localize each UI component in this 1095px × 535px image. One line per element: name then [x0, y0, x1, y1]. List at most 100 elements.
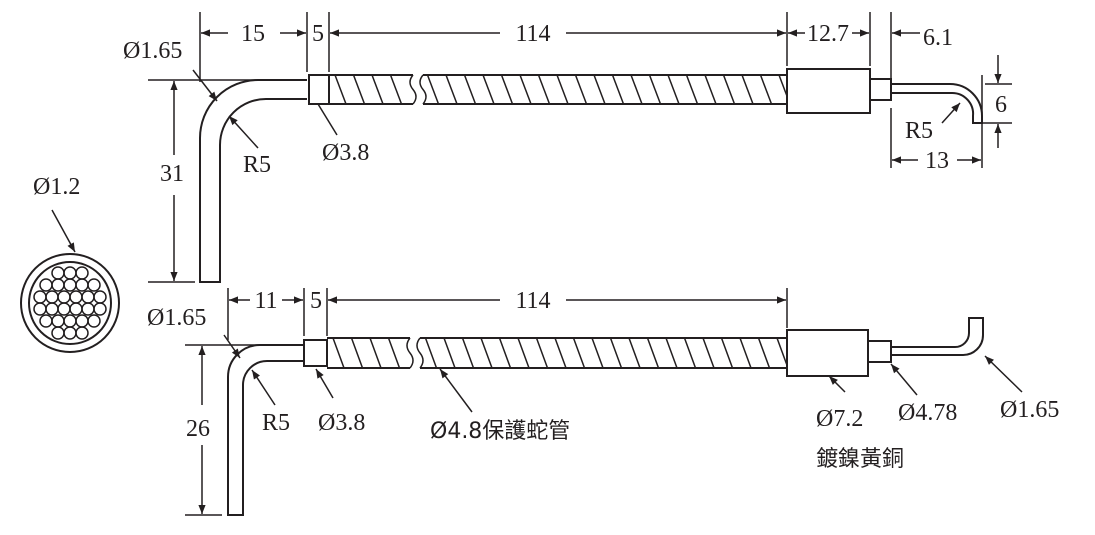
break-line [409, 74, 417, 105]
dim-label: 6 [995, 92, 1007, 118]
hatch-line [389, 74, 403, 105]
bundle-outer [20, 253, 120, 353]
hatch-line [574, 74, 588, 105]
hatch-line [535, 337, 549, 369]
strand [93, 302, 107, 316]
hatch-line [722, 74, 736, 105]
strand [69, 302, 83, 316]
hatch-line [591, 337, 604, 369]
hatch-line [702, 337, 715, 369]
sleeve [303, 339, 328, 367]
hose-label: Ø4.8保護蛇管 [430, 419, 570, 444]
strand [51, 326, 65, 340]
nut [867, 340, 892, 363]
nut-diameter-label: Ø4.78 [898, 400, 957, 426]
strand [63, 278, 77, 292]
ferrule-material-label: 鍍鎳黃銅 [816, 447, 904, 472]
nut [869, 78, 892, 101]
dim-label: 5 [312, 21, 324, 47]
hatch-line [630, 74, 643, 105]
hatch-line [369, 337, 382, 369]
hatch-line [426, 74, 440, 105]
sleeve-diameter-label: Ø3.8 [322, 140, 369, 166]
dim-label: 13 [925, 148, 949, 174]
hatch-line [556, 74, 569, 105]
strand [75, 278, 89, 292]
ferrule [786, 329, 869, 377]
leader [317, 103, 338, 136]
break-line [419, 74, 427, 105]
strand [51, 314, 65, 328]
strands [33, 266, 107, 340]
dim-label: 15 [241, 21, 265, 47]
hatch-line [334, 74, 347, 105]
strand [51, 278, 65, 292]
hatch-line [332, 337, 345, 369]
hatch-line [741, 74, 754, 105]
hatch-line [593, 74, 606, 105]
strand [69, 290, 83, 304]
hatch-line [443, 337, 456, 369]
sleeve-diameter-label: Ø3.8 [318, 410, 365, 436]
strand [81, 302, 95, 316]
hatch-line [572, 337, 586, 369]
hatch-line [463, 74, 477, 105]
dim-label: 26 [186, 416, 210, 442]
hatch-line [424, 337, 438, 369]
hatch-line [720, 337, 734, 369]
probe-diameter-label: Ø1.65 [123, 38, 182, 64]
hatch-line [683, 337, 697, 369]
dim-label: 6.1 [923, 25, 953, 51]
strand [63, 326, 77, 340]
leader [51, 209, 76, 253]
strand [45, 290, 59, 304]
bundle-inner [28, 261, 112, 345]
probe-rod [199, 79, 307, 283]
hatch-line [646, 337, 660, 369]
strand [87, 278, 101, 292]
strand [33, 302, 47, 316]
leader [890, 363, 918, 396]
strand [75, 314, 89, 328]
hatch-line [776, 337, 788, 366]
leader [984, 355, 1023, 393]
dim-label: 12.7 [807, 21, 849, 47]
dim-label: 5 [310, 288, 322, 314]
hatch-line [609, 337, 623, 369]
strand [57, 302, 71, 316]
hatch-line [665, 337, 678, 369]
strand [75, 326, 89, 340]
probe-rod [227, 344, 304, 516]
hatch-line [759, 74, 773, 105]
dim-label: 11 [254, 288, 277, 314]
protective-hose [327, 337, 788, 369]
hatch-line [628, 337, 641, 369]
tip-diameter-label: Ø1.65 [1000, 397, 1059, 423]
leader [251, 369, 276, 406]
hatch-line [387, 337, 401, 369]
hatch-line [778, 74, 788, 97]
hatch-line [445, 74, 458, 105]
dim-label: 114 [515, 21, 550, 47]
dim-label: 31 [160, 161, 184, 187]
hatch-line [480, 337, 493, 369]
probe-tip [891, 317, 985, 357]
strand [63, 314, 77, 328]
tip-radius-label: R5 [905, 118, 933, 144]
hatch-line [648, 74, 662, 105]
hatch-line [350, 337, 364, 369]
leader [192, 69, 218, 102]
ferrule [786, 68, 871, 114]
hatch-line [554, 337, 567, 369]
hatch-line [517, 337, 530, 369]
strand [75, 266, 89, 280]
hatch-line [519, 74, 532, 105]
strand [81, 290, 95, 304]
hatch-line [371, 74, 384, 105]
hatch-line [739, 337, 752, 369]
sleeve [308, 74, 330, 105]
hatch-line [537, 74, 551, 105]
cross-section: Ø1.2 [20, 174, 120, 353]
ferrule-diameter-label: Ø7.2 [816, 406, 863, 432]
